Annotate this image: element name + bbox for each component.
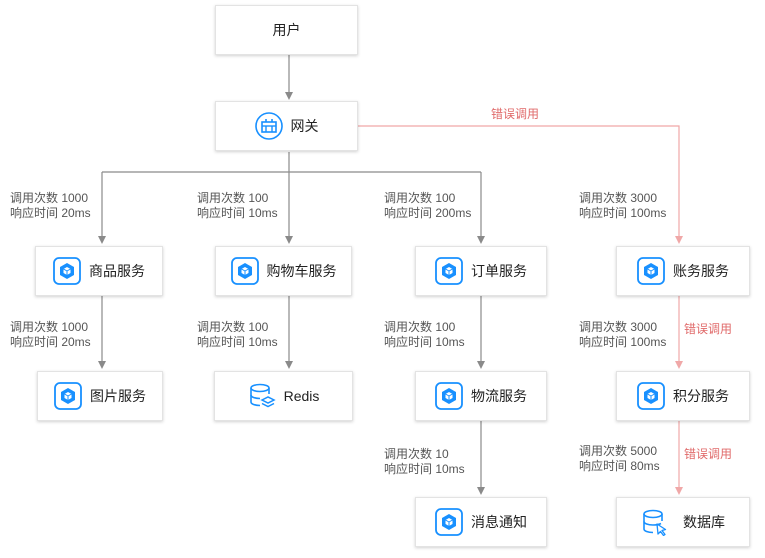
stat-calls: 调用次数 10	[384, 447, 449, 461]
stat-time: 响应时间 20ms	[10, 206, 91, 220]
error-label-account-points: 错误调用	[684, 322, 733, 336]
stat-time: 响应时间 100ms	[579, 206, 667, 220]
node-label: 用户	[272, 22, 301, 38]
stat-time: 响应时间 80ms	[579, 459, 660, 473]
stat-order: 调用次数 100 响应时间 200ms	[384, 191, 471, 221]
stat-logistics: 调用次数 100 响应时间 10ms	[384, 320, 465, 350]
stat-account: 调用次数 3000 响应时间 100ms	[579, 191, 666, 221]
stat-time: 响应时间 100ms	[579, 335, 667, 349]
service-cube-icon	[230, 257, 259, 285]
stat-calls: 调用次数 1000	[10, 320, 89, 334]
node-label: 数据库	[683, 514, 725, 530]
stat-time: 响应时间 20ms	[10, 335, 91, 349]
edge-gateway-account-error	[358, 125, 683, 244]
node-label: 商品服务	[89, 263, 145, 279]
service-cube-icon	[54, 382, 82, 410]
stat-time: 响应时间 200ms	[384, 206, 472, 220]
node-account-service[interactable]: 账务服务	[616, 246, 750, 296]
node-label: 消息通知	[471, 514, 527, 530]
error-label-gateway-account: 错误调用	[491, 107, 540, 121]
stat-time: 响应时间 10ms	[384, 462, 465, 476]
node-order-service[interactable]: 订单服务	[415, 246, 547, 296]
database-icon	[641, 508, 669, 536]
node-logistics-service[interactable]: 物流服务	[415, 371, 547, 421]
service-cube-icon	[637, 257, 665, 285]
node-label: Redis	[283, 388, 320, 404]
stat-calls: 调用次数 100	[384, 320, 456, 334]
stat-goods: 调用次数 1000 响应时间 20ms	[10, 191, 91, 221]
stat-calls: 调用次数 1000	[10, 191, 89, 205]
stat-cart: 调用次数 100 响应时间 10ms	[197, 191, 278, 221]
node-label: 网关	[290, 118, 319, 134]
stat-calls: 调用次数 5000	[579, 444, 658, 458]
node-label: 积分服务	[673, 388, 729, 404]
node-label: 图片服务	[90, 388, 146, 404]
node-label: 购物车服务	[266, 263, 337, 279]
stat-image: 调用次数 1000 响应时间 20ms	[10, 320, 91, 350]
node-points-service[interactable]: 积分服务	[616, 371, 750, 421]
service-cube-icon	[637, 382, 665, 410]
stat-calls: 调用次数 100	[197, 191, 269, 205]
gateway-icon	[254, 112, 283, 140]
node-label: 物流服务	[471, 388, 527, 404]
service-cube-icon	[435, 508, 463, 536]
stat-points: 调用次数 3000 响应时间 100ms	[579, 320, 666, 350]
stat-time: 响应时间 10ms	[384, 335, 465, 349]
stat-time: 响应时间 10ms	[197, 335, 278, 349]
stat-database: 调用次数 5000 响应时间 80ms	[579, 444, 660, 474]
redis-database-icon	[248, 382, 276, 410]
node-goods-service[interactable]: 商品服务	[35, 246, 163, 296]
service-cube-icon	[435, 257, 463, 285]
node-redis[interactable]: Redis	[214, 371, 353, 421]
stat-calls: 调用次数 3000	[579, 320, 658, 334]
stat-calls: 调用次数 3000	[579, 191, 658, 205]
stat-calls: 调用次数 100	[384, 191, 456, 205]
stat-redis: 调用次数 100 响应时间 10ms	[197, 320, 278, 350]
stat-notify: 调用次数 10 响应时间 10ms	[384, 447, 465, 477]
service-cube-icon	[53, 257, 81, 285]
node-image-service[interactable]: 图片服务	[37, 371, 163, 421]
stat-calls: 调用次数 100	[197, 320, 269, 334]
stat-time: 响应时间 10ms	[197, 206, 278, 220]
node-database[interactable]: 数据库	[616, 497, 750, 547]
error-label-points-database: 错误调用	[684, 447, 733, 461]
node-user[interactable]: 用户	[215, 5, 358, 55]
node-gateway[interactable]: 网关	[215, 101, 358, 151]
node-label: 账务服务	[673, 263, 729, 279]
node-cart-service[interactable]: 购物车服务	[215, 246, 352, 296]
node-label: 订单服务	[471, 263, 527, 279]
node-notify[interactable]: 消息通知	[415, 497, 547, 547]
service-cube-icon	[435, 382, 463, 410]
